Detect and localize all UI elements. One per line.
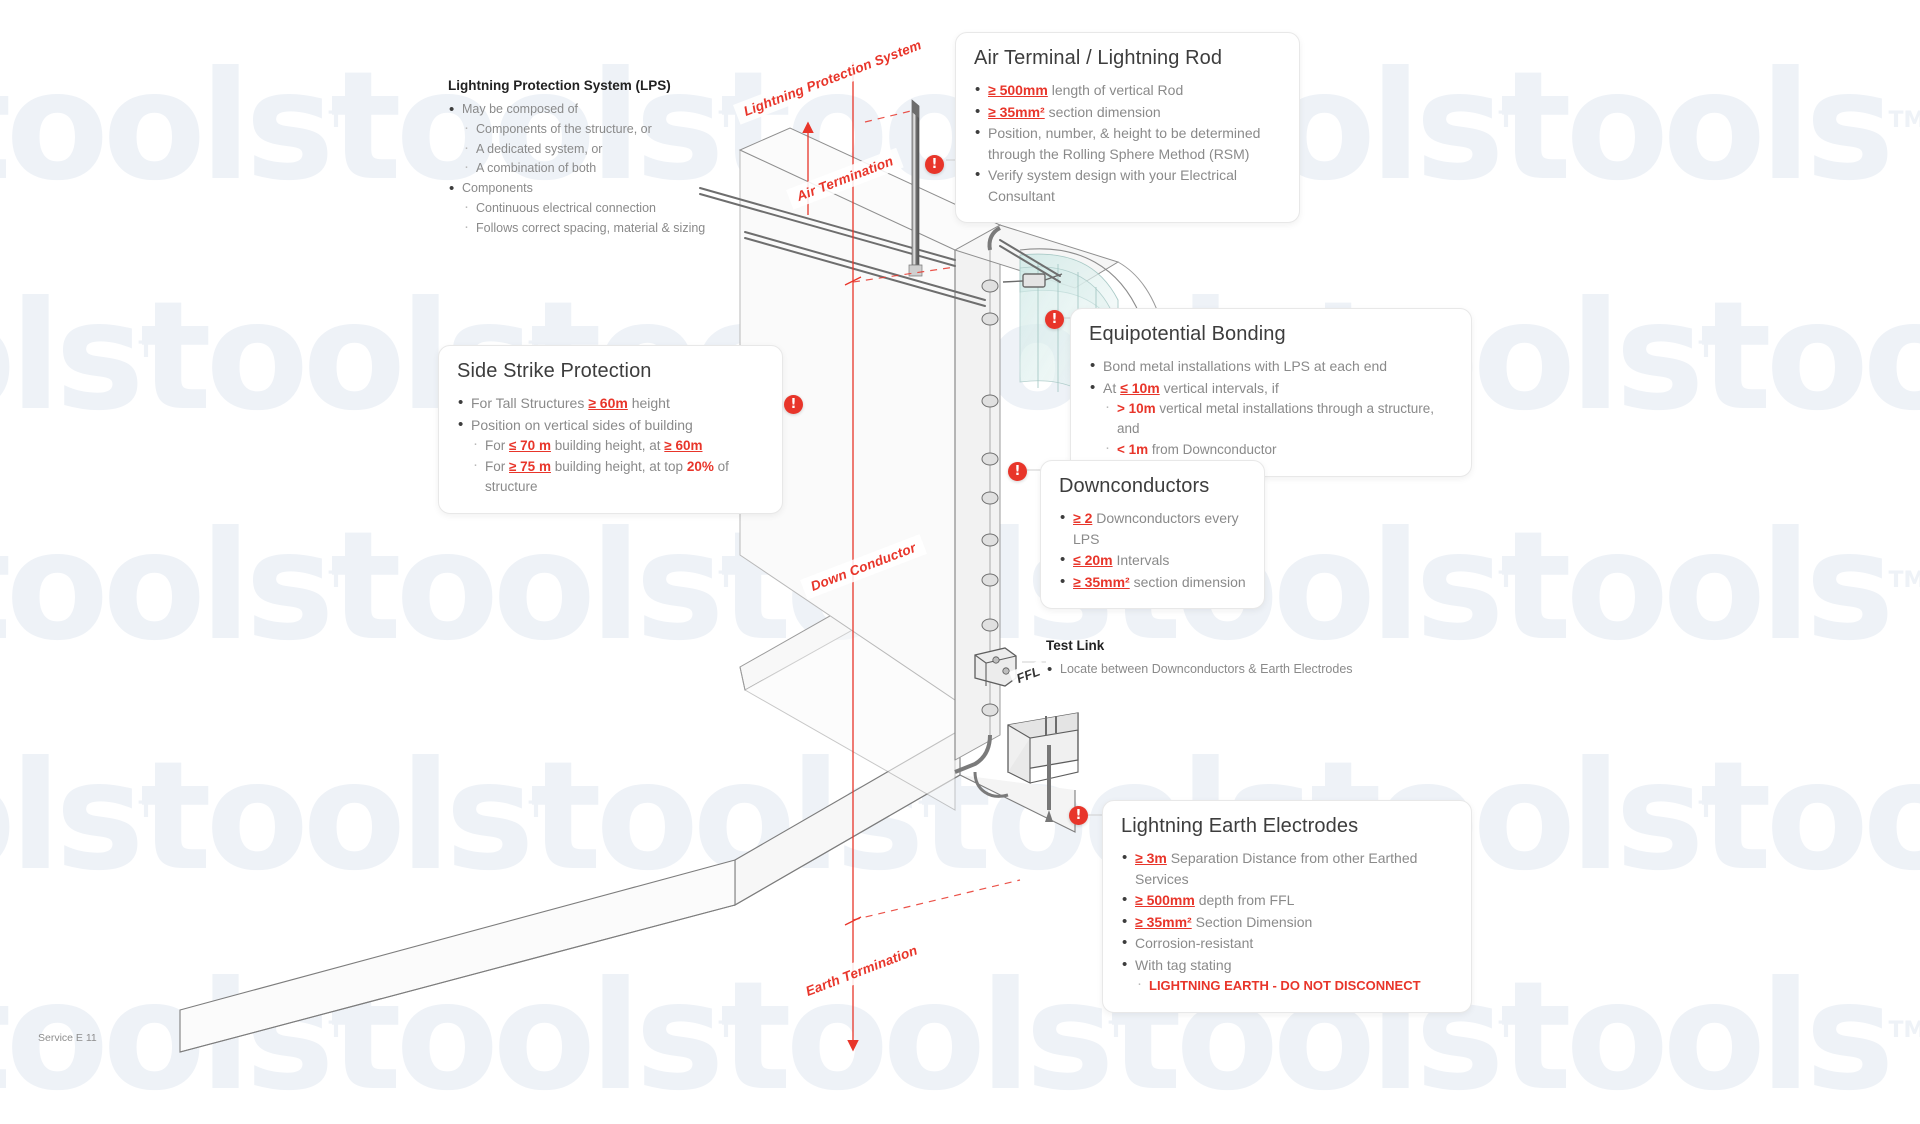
highlighted-value: ≥ 500mm: [1135, 892, 1195, 909]
callout-bullet: Corrosion-resistant: [1121, 932, 1453, 954]
callout-bullet: For Tall Structures ≥ 60m height: [457, 392, 764, 414]
highlighted-value: ≥ 500mm: [988, 82, 1048, 98]
badge-earth-electrodes[interactable]: !: [1069, 806, 1088, 825]
callout-bullet: A combination of both: [448, 156, 778, 178]
test-link-box: [974, 647, 1017, 687]
callout-bullet: < 1m from Downconductor: [1089, 437, 1453, 460]
callout-bullet: Position on vertical sides of building: [457, 414, 764, 436]
callout-bullet: Continuous electrical connection: [448, 196, 778, 218]
callout-bullet: With tag stating: [1121, 954, 1453, 976]
callout-list: ≥ 500mm length of vertical Rod≥ 35mm² se…: [974, 79, 1281, 206]
highlighted-value: ≥ 60m: [588, 395, 628, 411]
diagram-canvas: toolsTM toolsTM toolsTM toolsTM toolsTM …: [0, 0, 1920, 1080]
callout-bullet: LIGHTNING EARTH - DO NOT DISCONNECT: [1121, 973, 1453, 996]
callout-title: Lightning Protection System (LPS): [448, 78, 671, 93]
highlighted-value: ≤ 20m: [1073, 552, 1113, 569]
callout-bullet: May be composed of: [448, 99, 778, 121]
highlighted-value: LIGHTNING EARTH - DO NOT DISCONNECT: [1149, 978, 1421, 994]
callout-title: Downconductors: [1059, 475, 1210, 497]
callout-equipotential-bonding: Equipotential Bonding Bond metal install…: [1070, 308, 1472, 477]
callout-bullet: ≥ 35mm² section dimension: [974, 101, 1281, 123]
callout-bullet: ≤ 20m Intervals: [1059, 549, 1246, 571]
callout-bullet: ≥ 500mm depth from FFL: [1121, 889, 1453, 911]
callout-downconductors: Downconductors ≥ 2 Downconductors every …: [1040, 460, 1265, 610]
callout-bullet: ≥ 35mm² Section Dimension: [1121, 911, 1453, 933]
callout-air-terminal: Air Terminal / Lightning Rod ≥ 500mm len…: [955, 32, 1300, 224]
callout-bullet: A dedicated system, or: [448, 137, 778, 159]
callout-list: May be composed ofComponents of the stru…: [448, 99, 778, 238]
callout-bullet: ≥ 2 Downconductors every LPS: [1059, 507, 1246, 549]
highlighted-value: ≥ 60m: [664, 438, 703, 454]
callout-bullet: For ≥ 75 m building height, at top 20% o…: [457, 454, 764, 497]
highlighted-value: ≥ 35mm²: [1135, 913, 1192, 930]
badge-air-terminal[interactable]: !: [925, 155, 944, 174]
callout-list: ≥ 3m Separation Distance from other Eart…: [1121, 847, 1453, 996]
air-terminal-rod: [908, 99, 923, 277]
callout-side-strike-protection: Side Strike Protection For Tall Structur…: [438, 345, 783, 514]
badge-side-strike[interactable]: !: [784, 395, 803, 414]
callout-bullet: Components: [448, 178, 778, 200]
callout-bullet: ≥ 500mm length of vertical Rod: [974, 79, 1281, 101]
callout-bullet: Verify system design with your Electrica…: [974, 164, 1281, 206]
callout-list: ≥ 2 Downconductors every LPS≤ 20m Interv…: [1059, 507, 1246, 593]
conductor-saddle-clips: [981, 279, 999, 717]
callout-lightning-protection-system: Lightning Protection System (LPS) May be…: [448, 78, 778, 238]
callout-test-link: Test Link Locate between Downconductors …: [1046, 638, 1386, 681]
callout-bullet: Bond metal installations with LPS at eac…: [1089, 355, 1453, 377]
highlighted-value: ≥ 35mm²: [1073, 573, 1130, 590]
callout-bullet: Locate between Downconductors & Earth El…: [1046, 659, 1386, 681]
callout-bullet: At ≤ 10m vertical intervals, if: [1089, 377, 1453, 399]
callout-list: Bond metal installations with LPS at eac…: [1089, 355, 1453, 460]
roof-bracket-detail: [1002, 273, 1063, 288]
highlighted-value: ≤ 70 m: [509, 438, 551, 454]
badge-downconductors[interactable]: !: [1008, 462, 1027, 481]
callout-title: Lightning Earth Electrodes: [1121, 815, 1359, 837]
sheet-reference: Service E 11: [38, 1032, 97, 1044]
earth-electrode-pit: [973, 712, 1079, 822]
callout-title: Air Terminal / Lightning Rod: [974, 47, 1223, 69]
callout-bullet: ≥ 3m Separation Distance from other Eart…: [1121, 847, 1453, 889]
callout-bullet: Follows correct spacing, material & sizi…: [448, 216, 778, 238]
highlighted-value: ≤ 10m: [1120, 379, 1160, 396]
callout-bullet: Components of the structure, or: [448, 117, 778, 139]
callout-title: Equipotential Bonding: [1089, 323, 1286, 345]
highlighted-value: > 10m: [1117, 401, 1156, 417]
callout-title: Test Link: [1046, 638, 1105, 653]
highlighted-value: < 1m: [1117, 441, 1149, 457]
highlighted-value: ≥ 3m: [1135, 850, 1167, 866]
highlighted-value: ≥ 75 m: [509, 459, 551, 474]
callout-bullet: > 10m vertical metal installations throu…: [1089, 396, 1453, 439]
highlighted-value: ≥ 2: [1073, 510, 1093, 526]
callout-list: For Tall Structures ≥ 60m heightPosition…: [457, 392, 764, 497]
dimension-leaders: [852, 109, 1021, 921]
highlighted-value: ≥ 35mm²: [988, 103, 1045, 120]
callout-list: Locate between Downconductors & Earth El…: [1046, 659, 1386, 681]
callout-title: Side Strike Protection: [457, 360, 652, 382]
highlighted-value: 20%: [686, 459, 714, 474]
callout-bullet: ≥ 35mm² section dimension: [1059, 571, 1246, 593]
callout-bullet: Position, number, & height to be determi…: [974, 122, 1281, 164]
callout-bullet: For ≤ 70 m building height, at ≥ 60m: [457, 433, 764, 456]
badge-equipotential[interactable]: !: [1045, 310, 1064, 329]
callout-lightning-earth-electrodes: Lightning Earth Electrodes ≥ 3m Separati…: [1102, 800, 1472, 1014]
